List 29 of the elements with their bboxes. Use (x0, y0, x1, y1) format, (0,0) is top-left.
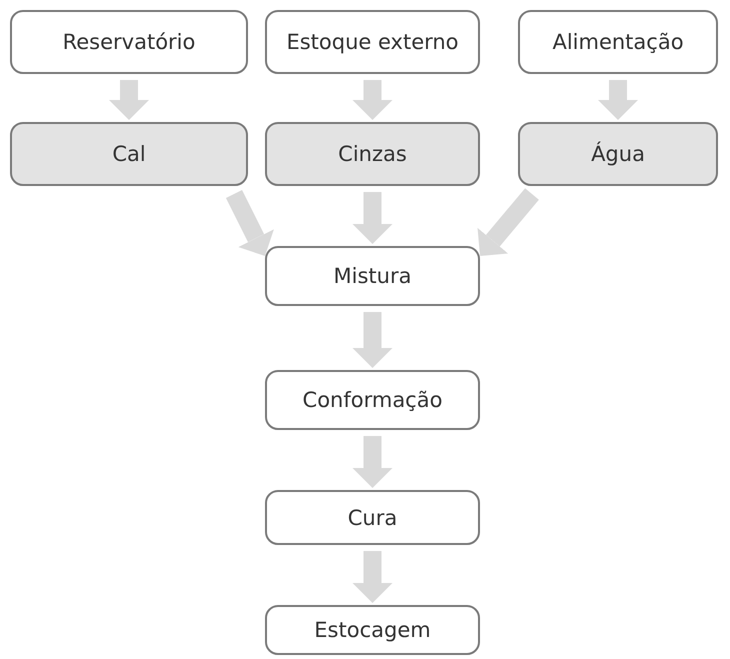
arrow (109, 80, 149, 120)
box-label: Cal (112, 142, 146, 166)
material-box (265, 122, 480, 186)
arrow (598, 80, 638, 120)
arrow (226, 190, 274, 256)
process-box (265, 370, 480, 430)
process-box (265, 246, 480, 306)
process-box (518, 10, 718, 74)
process-box (265, 10, 480, 74)
arrow (352, 436, 392, 488)
process-box (265, 605, 480, 655)
arrow (352, 192, 392, 244)
material-box (10, 122, 248, 186)
box-label: Água (591, 142, 645, 166)
arrow (352, 551, 392, 603)
material-box (518, 122, 718, 186)
box-label: Cinzas (338, 142, 407, 166)
box-label: Cura (348, 506, 398, 530)
arrow (352, 80, 392, 120)
box-label: Mistura (334, 264, 412, 288)
box-label: Estocagem (314, 618, 431, 642)
arrow (478, 188, 539, 256)
box-label: Reservatório (62, 30, 196, 54)
process-box (265, 490, 480, 545)
box-label: Estoque externo (286, 30, 459, 54)
process-box (10, 10, 248, 74)
box-label: Alimentação (552, 30, 684, 54)
arrow (352, 312, 392, 368)
box-label: Conformação (302, 388, 442, 412)
